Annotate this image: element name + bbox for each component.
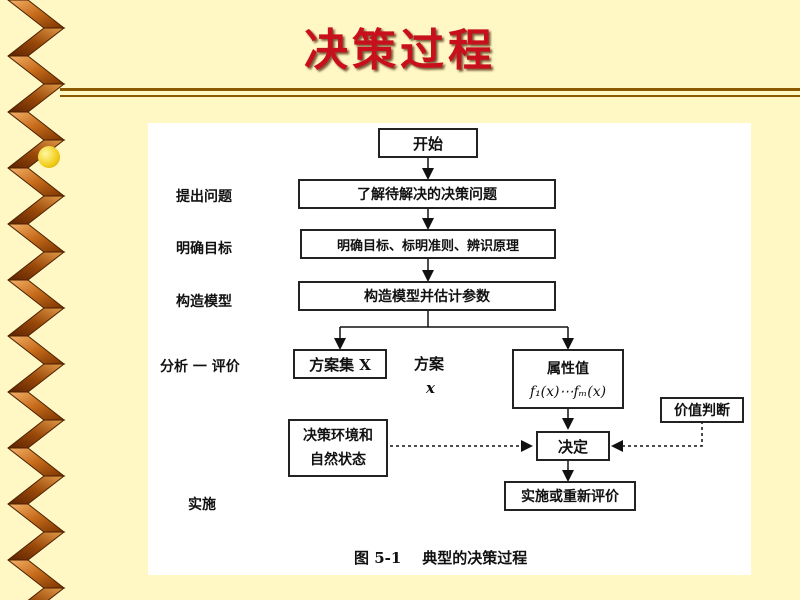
node-attribute-values: 属性值 f₁(x)⋯fₘ(x) bbox=[512, 349, 624, 409]
stage-label-clarify-goals: 明确目标 bbox=[176, 241, 232, 257]
env-line1: 决策环境和 bbox=[303, 428, 373, 444]
bullet-dot bbox=[38, 146, 60, 168]
stage-label-raise-problem: 提出问题 bbox=[176, 189, 232, 205]
node-implement: 实施或重新评价 bbox=[504, 481, 636, 511]
node-environment: 决策环境和 自然状态 bbox=[288, 419, 388, 477]
env-line2: 自然状态 bbox=[310, 452, 366, 468]
slide-title: 决策过程 bbox=[304, 25, 496, 76]
stage-label-analysis: 分析 一 评价 bbox=[160, 359, 240, 375]
node-understand-problem: 了解待解决的决策问题 bbox=[298, 179, 556, 209]
stage-label-build-model: 构造模型 bbox=[176, 294, 232, 310]
flowchart-figure: 开始 了解待解决的决策问题 明确目标、标明准则、辨识原理 构造模型并估计参数 方… bbox=[148, 123, 751, 575]
node-start: 开始 bbox=[378, 128, 478, 158]
node-value-judgment: 价值判断 bbox=[660, 397, 744, 423]
title-rule bbox=[60, 88, 800, 91]
flowchart-connectors bbox=[334, 156, 703, 482]
stage-label-implement: 实施 bbox=[188, 497, 216, 513]
figure-caption: 图 5-1 典型的决策过程 bbox=[354, 549, 528, 567]
attr-formula: f₁(x)⋯fₘ(x) bbox=[529, 384, 607, 400]
node-alternative-set: 方案集 X bbox=[293, 349, 387, 379]
node-build-model: 构造模型并估计参数 bbox=[298, 281, 556, 311]
label-alternative: 方案 bbox=[414, 355, 445, 373]
title-rule-thin bbox=[60, 95, 800, 97]
attr-title: 属性值 bbox=[547, 361, 589, 377]
node-clarify-objectives: 明确目标、标明准则、辨识原理 bbox=[300, 229, 556, 259]
label-alternative-var: x bbox=[426, 379, 435, 397]
decorative-chain bbox=[0, 0, 72, 600]
node-decide: 决定 bbox=[536, 431, 610, 461]
